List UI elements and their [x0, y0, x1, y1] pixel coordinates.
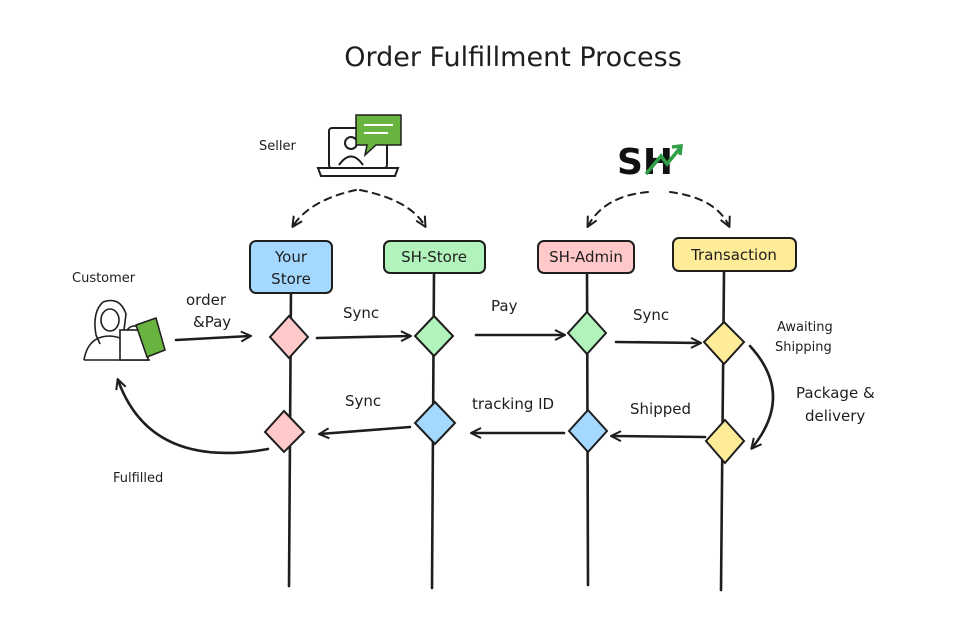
diamond-transaction-shipped: [704, 418, 746, 465]
customer-label: Customer: [72, 271, 136, 286]
diamond-sh-store-tracking: [413, 400, 457, 446]
logo-to-sh-admin-arrow: [588, 191, 649, 226]
diamond-sh-store-sync: [413, 314, 455, 358]
shipped-arrow: [612, 436, 707, 437]
edge-label-shipping: Shipping: [775, 340, 832, 355]
lane-your-store: Your Store: [249, 240, 333, 294]
edge-label-order: order: [186, 291, 227, 309]
lane-label-your-store-1: Your: [274, 248, 308, 266]
lane-sh-store: SH-Store: [383, 240, 486, 274]
edge-label-awaiting: Awaiting: [777, 320, 833, 335]
lane-label-sh-admin: SH-Admin: [549, 248, 623, 266]
edge-label-sync-bottom: Sync: [345, 392, 381, 410]
sync-top-right-arrow: [614, 342, 700, 343]
edge-label-pay: Pay: [491, 297, 518, 315]
edge-label-sync-top-right: Sync: [633, 306, 669, 324]
lane-transaction: Transaction: [672, 237, 797, 272]
edge-label-tracking-id: tracking ID: [472, 395, 554, 413]
package-delivery-arrow: [748, 344, 775, 448]
diamond-your-store-order: [268, 314, 310, 360]
edge-label-shipped: Shipped: [630, 400, 691, 418]
lane-label-transaction: Transaction: [690, 246, 777, 264]
lane-sh-admin: SH-Admin: [537, 240, 635, 274]
logo-to-transaction-arrow: [669, 191, 729, 226]
seller-label: Seller: [259, 139, 296, 154]
diamond-sh-admin-pay: [566, 310, 608, 356]
diamond-sh-admin-shipped: [567, 408, 609, 454]
fulfilled-arrow: [118, 380, 270, 455]
sync-top-arrow: [315, 336, 410, 338]
order-pay-arrow: [174, 336, 250, 340]
edge-label-delivery: delivery: [805, 407, 865, 425]
seller-to-sh-store-arrow: [359, 189, 425, 226]
lane-label-your-store-2: Store: [271, 270, 311, 288]
seller-to-your-store-arrow: [293, 189, 357, 226]
lane-label-sh-store: SH-Store: [401, 248, 467, 266]
page-title: Order Fulfillment Process: [344, 42, 682, 73]
customer-shopping-bags-icon: [83, 299, 166, 361]
edge-label-package: Package &: [796, 384, 875, 402]
edge-label-pay-amp: &Pay: [193, 313, 231, 331]
diamond-transaction-awaiting: [702, 320, 746, 366]
edge-label-sync-top: Sync: [343, 304, 379, 322]
sh-logo: SH: [617, 142, 683, 183]
diamond-your-store-fulfilled: [263, 409, 306, 454]
seller-laptop-chat-icon: [316, 114, 402, 177]
edge-label-fulfilled: Fulfilled: [113, 471, 163, 486]
sync-bottom-arrow: [320, 425, 412, 434]
